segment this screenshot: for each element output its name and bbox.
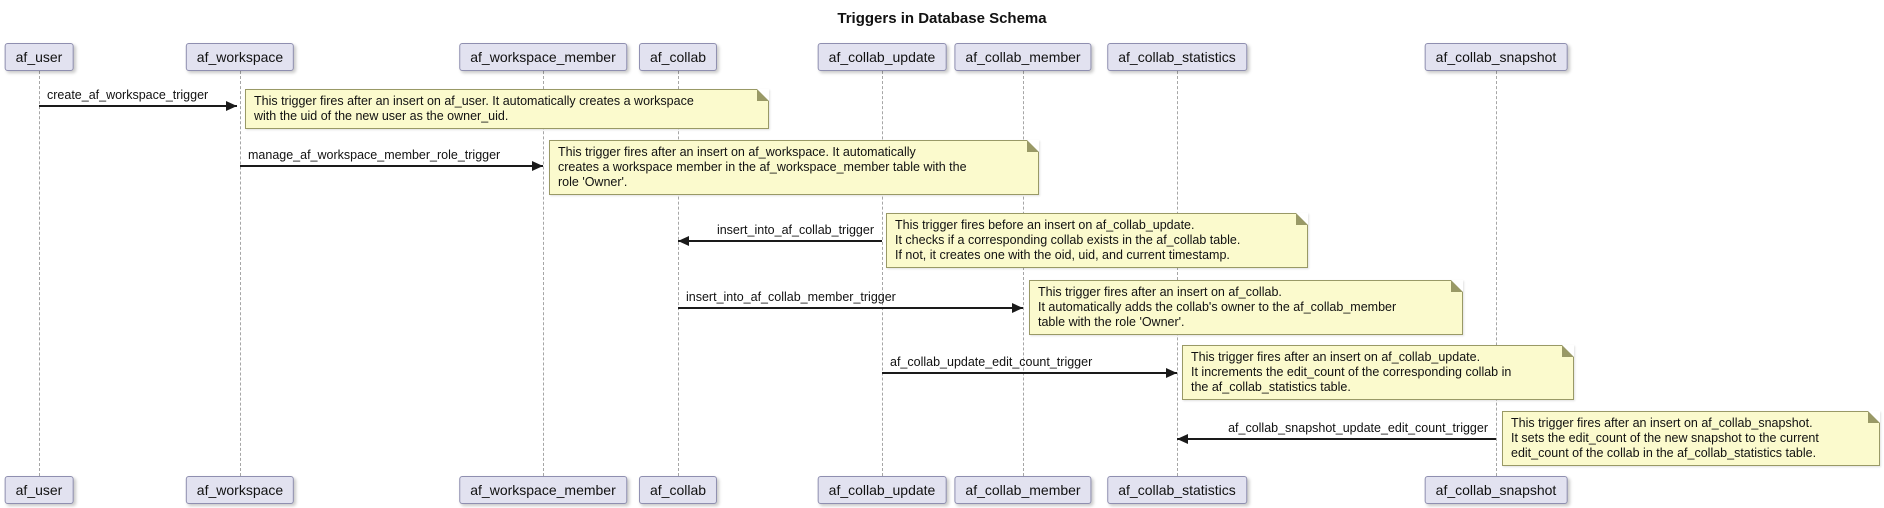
participant-bottom-af_user: af_user [4,476,74,504]
participant-top-af_workspace_member: af_workspace_member [459,43,627,71]
participant-bottom-af_collab_member: af_collab_member [954,476,1092,504]
arrowhead-left-icon [1177,433,1188,444]
message-label: af_collab_snapshot_update_edit_count_tri… [1228,421,1488,435]
arrow-line [678,240,882,242]
note-text: It automatically adds the collab's owner… [1038,300,1397,314]
note-insert_into_af_collab_trigger: This trigger fires before an insert on a… [886,213,1308,268]
lifeline-af_collab_snapshot [1496,71,1497,476]
note-text: It sets the edit_count of the new snapsh… [1511,431,1819,445]
message-label: create_af_workspace_trigger [47,88,209,102]
note-text: This trigger fires after an insert on af… [1511,416,1813,430]
participant-bottom-af_collab_statistics: af_collab_statistics [1107,476,1247,504]
arrowhead-right-icon [1012,302,1023,313]
arrow-line [240,165,543,167]
message-label: insert_into_af_collab_trigger [716,223,874,237]
message-label: manage_af_workspace_member_role_trigger [248,148,501,162]
arrow-line [1177,438,1496,440]
note-text: This trigger fires after an insert on af… [1191,350,1481,364]
participant-bottom-af_workspace_member: af_workspace_member [459,476,627,504]
arrowhead-right-icon [226,100,237,111]
arrow-line [39,105,237,107]
lifeline-af_collab_statistics [1177,71,1178,476]
lifeline-af_collab_update [882,71,883,476]
participant-top-af_collab: af_collab [638,43,718,71]
arrow-line [882,372,1177,374]
note-text: This trigger fires before an insert on a… [895,218,1195,232]
note-insert_into_af_collab_member_trigger: This trigger fires after an insert on af… [1029,280,1463,335]
note-text: the af_collab_statistics table. [1191,380,1351,394]
participant-bottom-af_collab_snapshot: af_collab_snapshot [1424,476,1568,504]
participant-top-af_collab_update: af_collab_update [817,43,947,71]
lifeline-af_workspace [240,71,241,476]
lifeline-af_user [39,71,40,476]
note-text: If not, it creates one with the oid, uid… [895,248,1230,262]
note-text: role 'Owner'. [558,175,628,189]
note-manage_af_workspace_member_role_trigger: This trigger fires after an insert on af… [549,140,1039,195]
participant-top-af_user: af_user [4,43,74,71]
participant-bottom-af_collab_update: af_collab_update [817,476,947,504]
note-text: This trigger fires after an insert on af… [558,145,916,159]
note-text: creates a workspace member in the af_wor… [558,160,967,174]
note-create_af_workspace_trigger: This trigger fires after an insert on af… [245,89,769,129]
participant-top-af_collab_statistics: af_collab_statistics [1107,43,1247,71]
message-label: af_collab_update_edit_count_trigger [890,355,1093,369]
note-af_collab_snapshot_update_edit_count_trigger: This trigger fires after an insert on af… [1502,411,1880,466]
message-label: insert_into_af_collab_member_trigger [686,290,896,304]
note-text: edit_count of the collab in the af_colla… [1511,446,1817,460]
lifeline-af_workspace_member [543,71,544,476]
participant-bottom-af_collab: af_collab [638,476,718,504]
note-af_collab_update_edit_count_trigger: This trigger fires after an insert on af… [1182,345,1574,400]
note-text: It checks if a corresponding collab exis… [895,233,1241,247]
diagram-title: Triggers in Database Schema [837,10,1047,27]
note-text: This trigger fires after an insert on af… [1038,285,1282,299]
participant-bottom-af_workspace: af_workspace [185,476,295,504]
note-text: This trigger fires after an insert on af… [254,94,694,108]
lifeline-af_collab_member [1023,71,1024,476]
note-text: table with the role 'Owner'. [1038,315,1185,329]
arrowhead-right-icon [532,160,543,171]
participant-top-af_collab_snapshot: af_collab_snapshot [1424,43,1568,71]
lifeline-af_collab [678,71,679,476]
arrowhead-left-icon [678,235,689,246]
note-text: It increments the edit_count of the corr… [1191,365,1512,379]
arrowhead-right-icon [1166,367,1177,378]
participant-top-af_collab_member: af_collab_member [954,43,1092,71]
participant-top-af_workspace: af_workspace [185,43,295,71]
arrow-line [678,307,1023,309]
note-text: with the uid of the new user as the owne… [254,109,509,123]
